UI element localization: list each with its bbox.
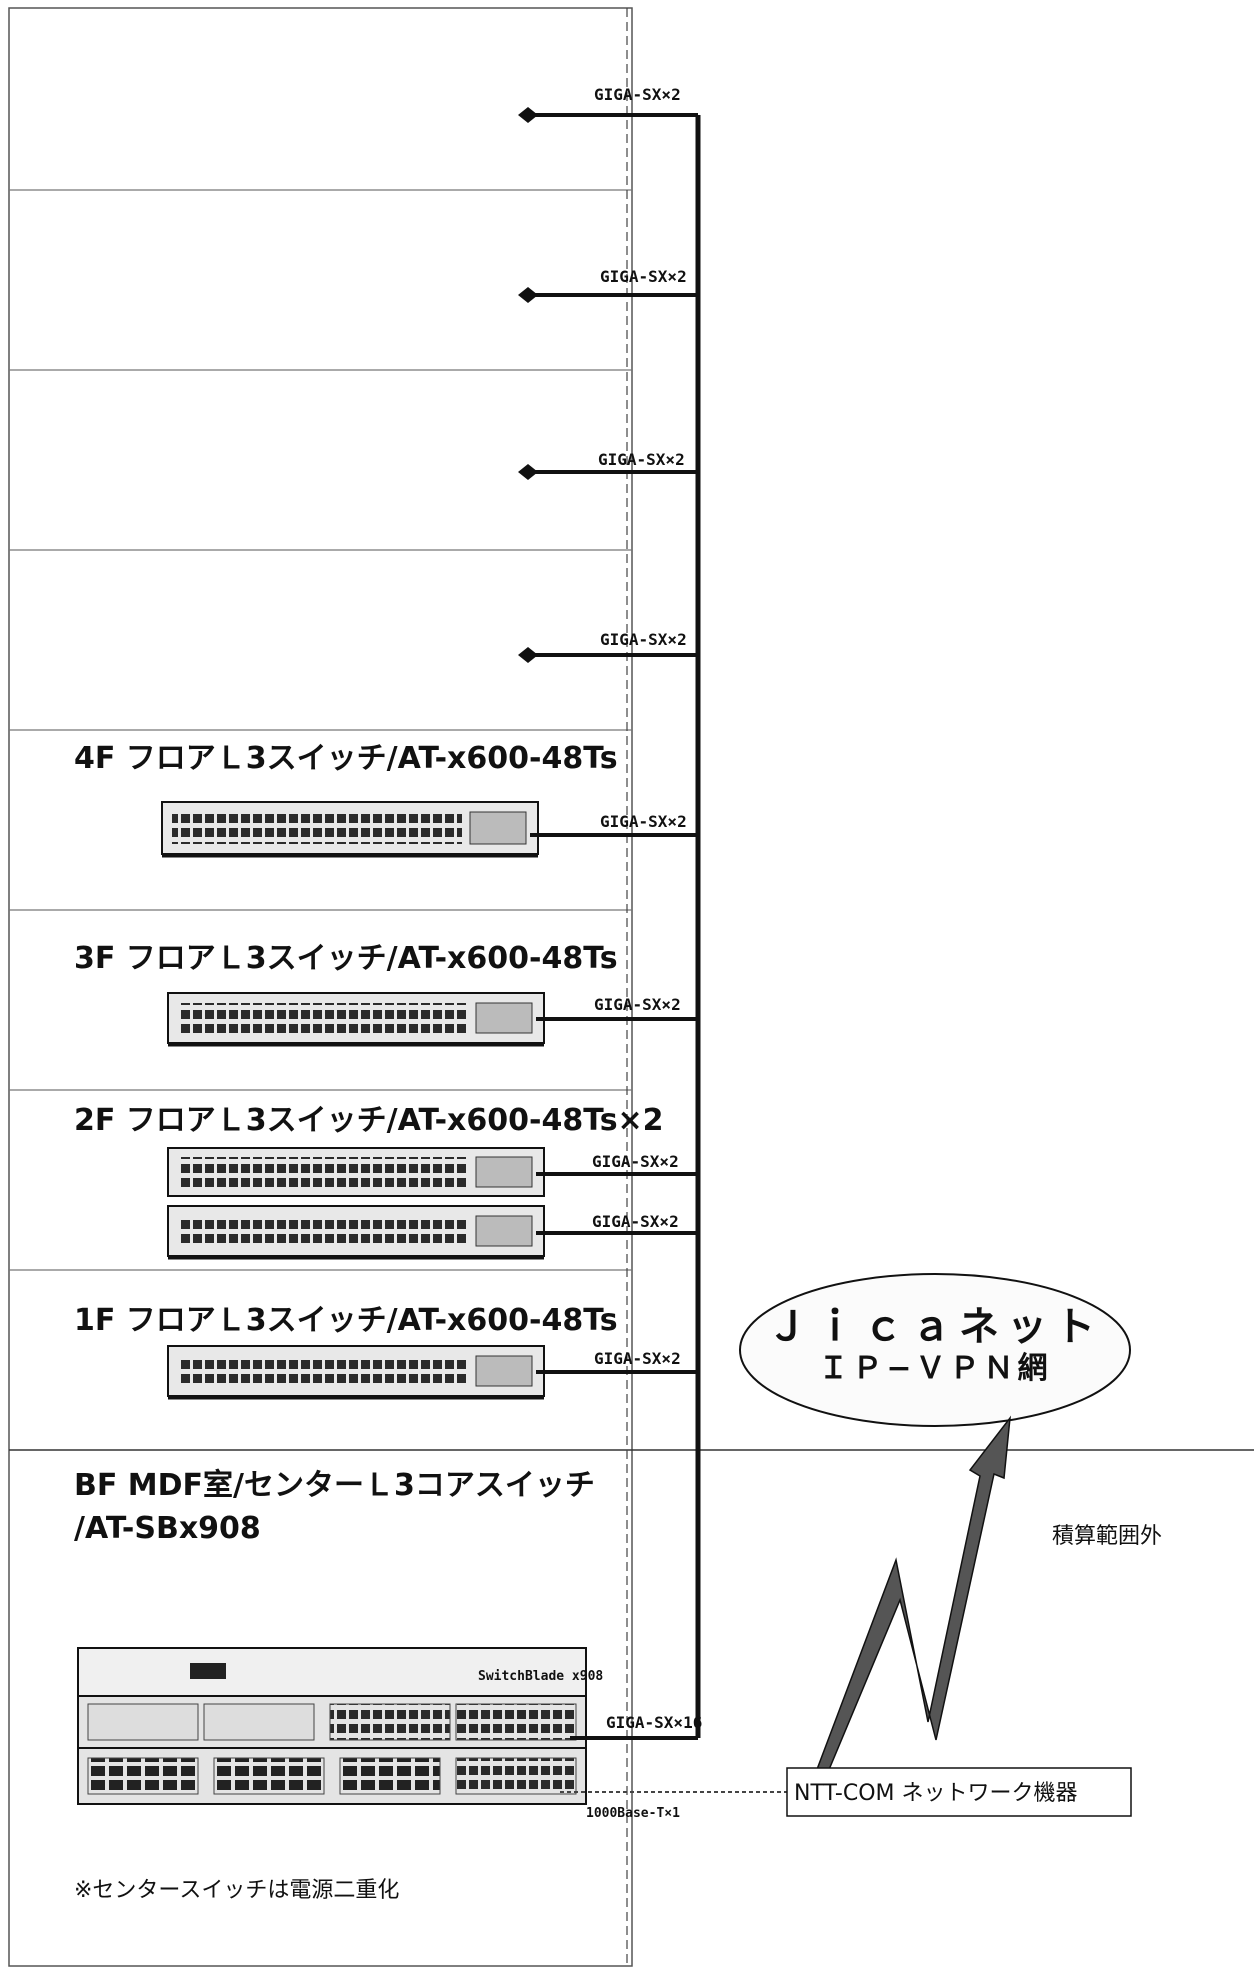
switch-icon — [167, 1345, 545, 1400]
floor-title: 4F フロアＬ3スイッチ/AT-x600-48Ts — [74, 741, 618, 776]
upper-link-2: GIGA-SX×2 — [518, 267, 698, 303]
wan-lightning-icon — [814, 1415, 1012, 1773]
upper-link-3: GIGA-SX×2 — [518, 450, 698, 480]
switch-icon — [167, 1147, 545, 1197]
link-label: GIGA-SX×2 — [600, 630, 687, 649]
footnote: ※センタースイッチは電源二重化 — [74, 1878, 399, 1903]
ntt-label: NTT-COM ネットワーク機器 — [794, 1781, 1078, 1806]
connector-diamond — [518, 107, 538, 123]
floor-4f: 4F フロアＬ3スイッチ/AT-x600-48Ts GIGA-SX×2 — [74, 741, 698, 858]
cloud-ellipse — [739, 1273, 1131, 1427]
scope-note: 積算範囲外 — [1052, 1524, 1162, 1549]
floor-title: 1F フロアＬ3スイッチ/AT-x600-48Ts — [74, 1303, 618, 1338]
link-label: GIGA-SX×2 — [592, 1212, 679, 1231]
core-switch-icon: SwitchBlade x908 — [77, 1647, 603, 1805]
building-outline — [8, 7, 633, 1967]
link-label: GIGA-SX×2 — [594, 1349, 681, 1368]
floor-title: BF MDF室/センターＬ3コアスイッチ — [74, 1468, 595, 1503]
cloud-subtitle: ＩＰ−ＶＰＮ網 — [818, 1351, 1051, 1386]
link-label: GIGA-SX×2 — [592, 1152, 679, 1171]
connector-diamond — [518, 464, 538, 480]
floor-subtitle: /AT-SBx908 — [74, 1511, 261, 1546]
switch-icon — [167, 992, 545, 1047]
jica-cloud: Ｊｉｃａネット ＩＰ−ＶＰＮ網 — [739, 1273, 1131, 1427]
floor-3f: 3F フロアＬ3スイッチ/AT-x600-48Ts GIGA-SX×2 — [74, 941, 698, 1047]
connector-diamond — [518, 647, 538, 663]
connector-diamond — [518, 287, 538, 303]
link-label: GIGA-SX×2 — [600, 812, 687, 831]
switch-icon — [167, 1205, 545, 1260]
floor-1f: 1F フロアＬ3スイッチ/AT-x600-48Ts GIGA-SX×2 — [74, 1303, 698, 1400]
link-label: 1000Base-T×1 — [586, 1806, 680, 1821]
floor-bf: BF MDF室/センターＬ3コアスイッチ /AT-SBx908 SwitchBl… — [74, 1468, 787, 1903]
switch-icon — [161, 801, 539, 858]
building — [8, 7, 1254, 1967]
link-label: GIGA-SX×2 — [594, 995, 681, 1014]
link-label: GIGA-SX×2 — [594, 85, 681, 104]
upper-link-4: GIGA-SX×2 — [518, 630, 698, 663]
floor-title: 2F フロアＬ3スイッチ/AT-x600-48Ts×2 — [74, 1103, 664, 1138]
ntt-device-box: NTT-COM ネットワーク機器 — [786, 1767, 1132, 1817]
cloud-title: Ｊｉｃａネット — [767, 1304, 1103, 1350]
upper-link-1: GIGA-SX×2 — [518, 85, 698, 123]
link-label: GIGA-SX×16 — [606, 1713, 702, 1732]
link-label: GIGA-SX×2 — [598, 450, 685, 469]
floor-title: 3F フロアＬ3スイッチ/AT-x600-48Ts — [74, 941, 618, 976]
link-label: GIGA-SX×2 — [600, 267, 687, 286]
core-brand-label: SwitchBlade x908 — [478, 1669, 603, 1684]
floor-2f: 2F フロアＬ3スイッチ/AT-x600-48Ts×2 GIGA-SX×2 GI… — [74, 1103, 698, 1260]
